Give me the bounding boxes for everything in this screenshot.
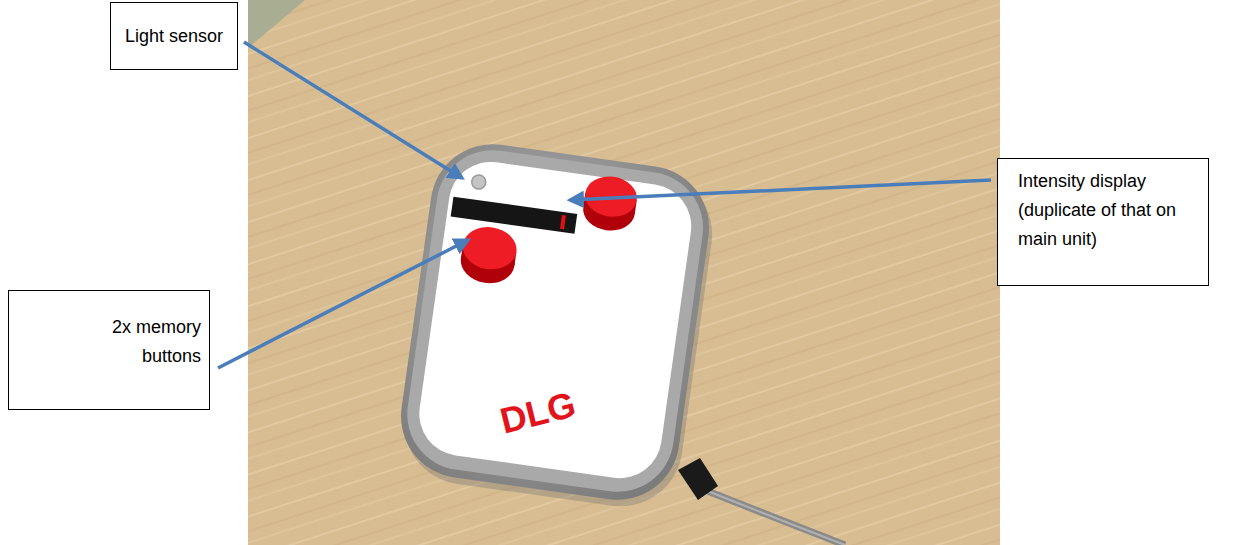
cable-plug (678, 458, 718, 500)
table-surface (248, 0, 1000, 545)
callout-text: Light sensor (125, 22, 223, 51)
cable-highlight (700, 488, 845, 545)
memory-button (581, 173, 640, 234)
memory-button (458, 224, 519, 287)
cable (700, 488, 845, 545)
callout-box: Light sensor (110, 2, 238, 70)
leader-arrow (570, 180, 991, 200)
leader-arrow (244, 42, 462, 178)
intensity-display (451, 197, 578, 234)
callout-text: Intensity display (duplicate of that on … (1018, 167, 1186, 253)
callout-text: 2x memory buttons (69, 313, 201, 371)
device-housing (393, 136, 717, 508)
callout-box: Intensity display (duplicate of that on … (997, 158, 1209, 286)
device-face (414, 156, 697, 483)
light-sensor (471, 174, 487, 190)
remote-device (392, 136, 721, 514)
background-wall (248, 0, 305, 48)
callout-box: 2x memory buttons (8, 290, 210, 410)
intensity-mark (560, 215, 566, 229)
leader-arrow (218, 240, 468, 368)
